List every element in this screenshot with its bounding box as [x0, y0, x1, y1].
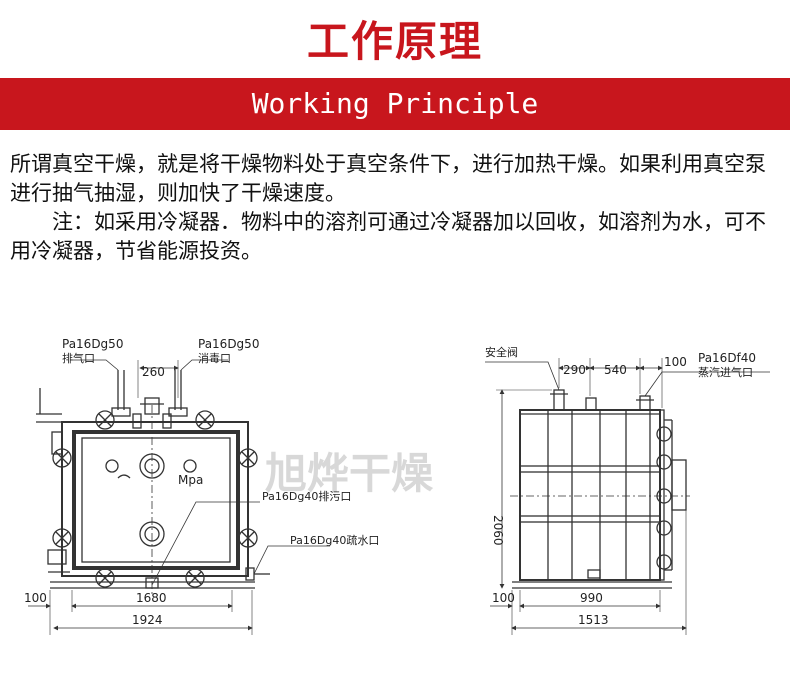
- front-view: [28, 359, 330, 635]
- safety-valve-label: 安全阀: [485, 345, 518, 359]
- waste-drain-label: Pa16Dg40排污口: [262, 489, 351, 503]
- dim-left-100: 100: [24, 591, 47, 605]
- sterilize-port-spec: Pa16Dg50: [198, 337, 259, 351]
- dim-1924: 1924: [132, 613, 163, 627]
- description-paragraph-1: 所谓真空干燥，就是将干燥物料处于真空条件下，进行加热干燥。如果利用真空泵进行抽气…: [10, 152, 766, 205]
- description-paragraph-2: 注：如采用冷凝器．物料中的溶剂可通过冷凝器加以回收，如溶剂为水，可不用冷凝器，节…: [10, 210, 766, 263]
- side-view: [485, 358, 770, 635]
- dim-1513: 1513: [578, 613, 609, 627]
- dim-top-260: 260: [142, 365, 165, 379]
- exhaust-port-label: 排气口: [62, 351, 95, 365]
- watermark-text: 旭烨干燥: [265, 449, 434, 498]
- technical-drawing: 旭烨干燥: [24, 337, 770, 635]
- steam-inlet-label: 蒸汽进气口: [698, 365, 753, 379]
- dim-540: 540: [604, 363, 627, 377]
- sterilize-port-label: 消毒口: [198, 351, 231, 365]
- page-title: 工作原理: [306, 17, 483, 66]
- dim-side-left-100: 100: [492, 591, 515, 605]
- pressure-gauge-label: Mpa: [178, 473, 203, 487]
- dim-1680: 1680: [136, 591, 167, 605]
- banner-subtitle: Working Principle: [251, 87, 539, 120]
- steam-inlet-spec: Pa16Df40: [698, 351, 756, 365]
- dim-2060: 2060: [491, 515, 505, 546]
- dim-top-100: 100: [664, 355, 687, 369]
- dim-990: 990: [580, 591, 603, 605]
- water-drain-label: Pa16Dg40疏水口: [290, 533, 379, 547]
- exhaust-port-spec: Pa16Dg50: [62, 337, 123, 351]
- title-banner: Working Principle: [0, 78, 790, 130]
- dim-290: 290: [563, 363, 586, 377]
